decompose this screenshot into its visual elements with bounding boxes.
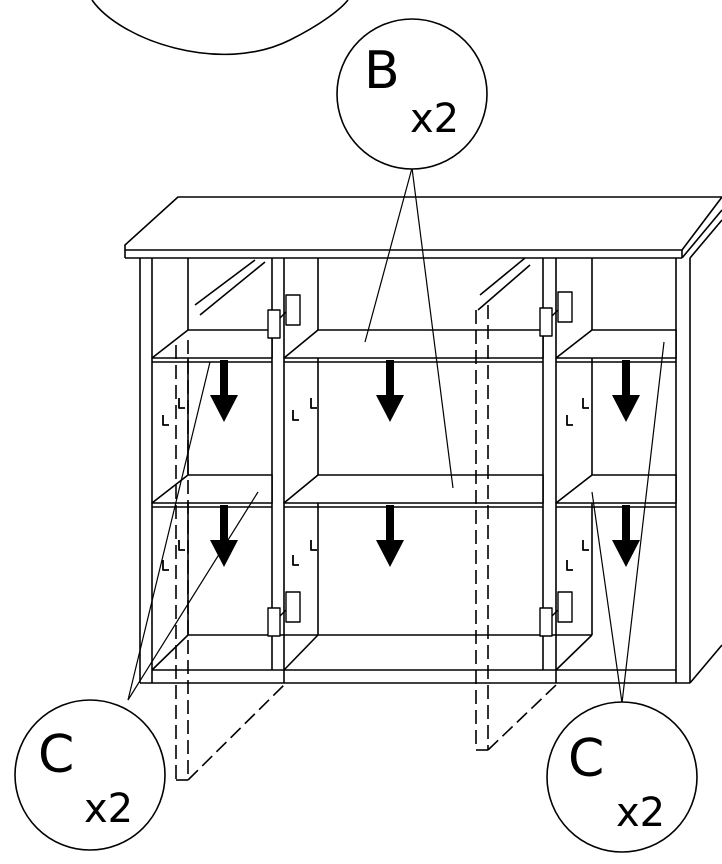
callout-b-circle	[336, 18, 488, 170]
leader-lines	[127, 167, 665, 704]
shelf-support-pins	[162, 398, 589, 571]
callout-b-qty: x2	[410, 96, 459, 142]
hinge-top-left	[267, 294, 301, 339]
hinge-top-right	[539, 291, 573, 337]
down-arrow-icon	[210, 360, 238, 422]
callout-c-left-circle	[14, 699, 166, 851]
callout-c-right-letter: C	[568, 729, 604, 789]
down-arrow-icon	[376, 505, 404, 567]
hinge-bottom-left	[267, 591, 301, 637]
shelves-upper	[151, 329, 677, 363]
cabinet-body	[139, 219, 722, 684]
callout-c-left-letter: C	[38, 725, 74, 785]
hinge-bottom-right	[539, 591, 573, 637]
down-arrow-icon	[210, 505, 238, 567]
down-arrow-icon	[376, 360, 404, 422]
hinges	[267, 291, 573, 637]
previous-callout-circle	[91, 0, 349, 56]
callout-c-right-qty: x2	[616, 790, 665, 836]
open-door-right	[475, 305, 557, 751]
down-arrows	[210, 360, 640, 567]
cabinet-top-panel	[124, 196, 722, 259]
callout-b-letter: B	[364, 41, 400, 101]
callout-c-left-qty: x2	[84, 786, 133, 832]
down-arrow-icon	[612, 505, 640, 567]
door-reflection-marks	[194, 257, 531, 316]
callout-c-right-circle	[546, 701, 698, 853]
down-arrow-icon	[612, 360, 640, 422]
shelves-lower	[151, 474, 677, 508]
open-door-left	[175, 340, 285, 781]
